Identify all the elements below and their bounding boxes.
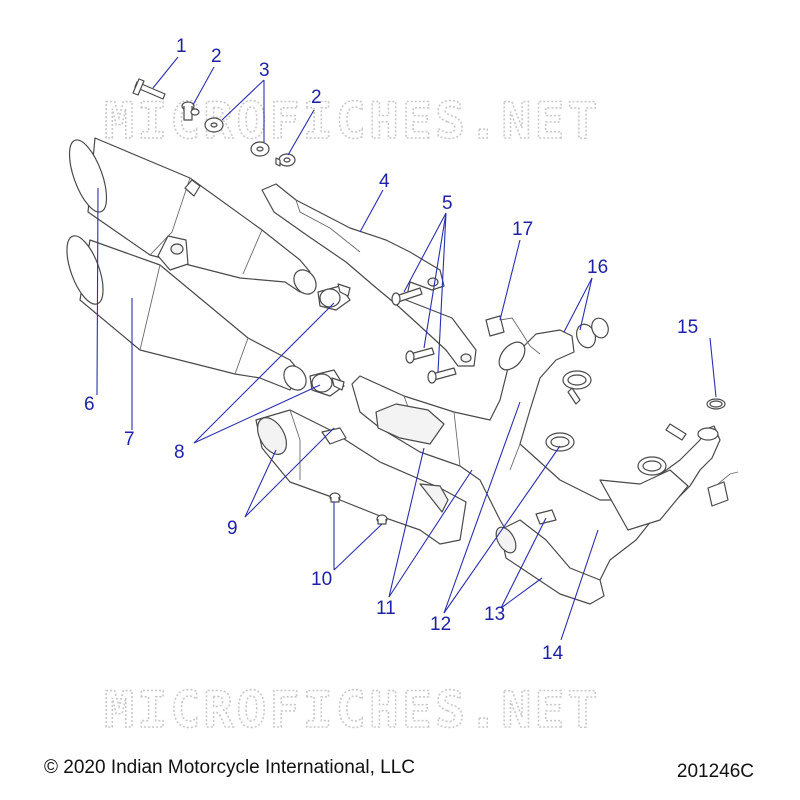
part-12-clamp-right <box>637 456 667 476</box>
callout-2-lower: 2 <box>311 87 322 108</box>
callout-12: 12 <box>430 614 451 635</box>
part-stud-right <box>567 387 687 441</box>
callout-13: 13 <box>484 604 505 625</box>
watermark-bottom: MICROFICHES.NET <box>104 681 601 739</box>
part-15-gasket <box>706 398 726 410</box>
part-4-bracket <box>261 183 477 367</box>
callout-labels: 1 2 3 2 4 5 17 16 15 6 7 8 9 10 11 12 13… <box>84 36 698 664</box>
callout-8: 8 <box>174 442 185 463</box>
part-13-head-pipe-heat-shield <box>495 509 605 605</box>
part-12-clamp-lower <box>545 432 575 452</box>
callout-4: 4 <box>379 171 390 192</box>
part-8-clamp-lower <box>309 369 345 397</box>
part-6-muffler-upper <box>68 137 317 295</box>
diagram-number: 201246C <box>676 761 754 782</box>
callout-7: 7 <box>124 429 135 450</box>
watermark-top: MICROFICHES.NET <box>104 92 601 150</box>
callout-6: 6 <box>84 394 95 415</box>
part-5-bolt-middle <box>405 347 435 364</box>
callout-3: 3 <box>259 60 270 81</box>
leader-lines <box>96 56 717 641</box>
part-7-muffler-lower <box>66 235 307 391</box>
part-17-oxygen-sensor <box>485 315 541 355</box>
part-2-spacer-upper <box>181 101 200 121</box>
part-8-clamp-upper <box>317 283 351 311</box>
part-5-bolt-lower <box>427 367 457 384</box>
callout-16: 16 <box>587 257 608 278</box>
part-12-clamp-upper <box>562 370 592 390</box>
part-16-flange-gasket <box>575 317 609 349</box>
callout-14: 14 <box>542 643 564 664</box>
callout-9: 9 <box>227 518 238 539</box>
callout-2-upper: 2 <box>211 46 222 67</box>
part-9-heat-shield <box>255 409 467 545</box>
callout-11: 11 <box>376 598 396 619</box>
copyright-notice: © 2020 Indian Motorcycle International, … <box>44 757 415 778</box>
part-2-spacer-lower <box>275 153 296 167</box>
part-10-fastener-b <box>376 514 388 525</box>
part-oxygen-sensor-connector-right <box>707 471 739 507</box>
callout-1: 1 <box>176 36 187 57</box>
part-10-fastener-a <box>329 492 341 503</box>
callout-17: 17 <box>512 219 533 240</box>
part-3-grommet-upper <box>204 117 224 133</box>
part-3-grommet-lower <box>250 141 270 157</box>
callout-10: 10 <box>311 569 332 590</box>
part-1-bolt <box>132 78 166 100</box>
callout-5: 5 <box>442 193 453 214</box>
part-5-bolt-upper <box>391 287 423 306</box>
callout-15: 15 <box>677 317 698 338</box>
